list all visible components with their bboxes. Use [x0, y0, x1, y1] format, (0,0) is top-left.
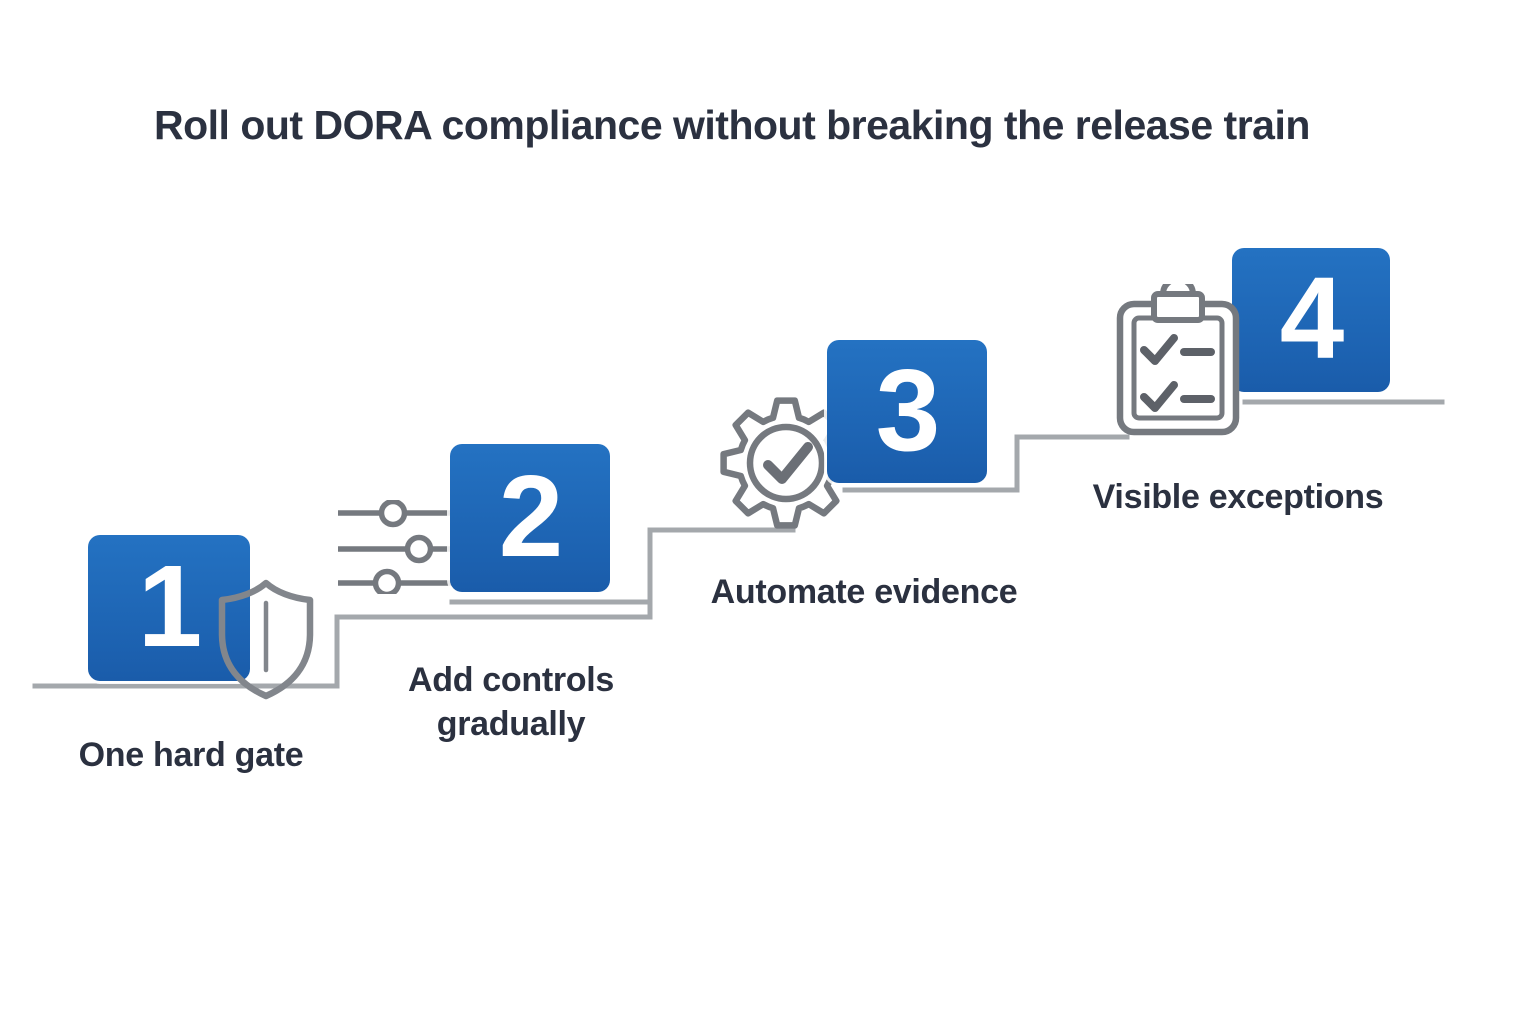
step-3-number: 3	[875, 344, 941, 475]
step-1-label: One hard gate	[78, 736, 304, 774]
clipboard-checklist-icon	[1110, 276, 1246, 444]
step-1-number: 1	[137, 541, 203, 671]
shield-icon	[214, 577, 318, 703]
step-4-number: 4	[1279, 253, 1345, 383]
step-3-square: 3	[827, 340, 987, 483]
gear-check-icon	[716, 393, 856, 533]
sliders-icon	[332, 498, 462, 598]
step-3-label: Automate evidence	[710, 573, 1018, 611]
step-2-number: 2	[498, 451, 564, 581]
step-2-square: 2	[450, 444, 610, 592]
step-4-square: 4	[1232, 248, 1390, 392]
step-2-label: Add controls gradually	[407, 661, 615, 744]
page-title: Roll out DORA compliance without breakin…	[154, 102, 1310, 148]
step-4-label: Visible exceptions	[1092, 478, 1384, 516]
